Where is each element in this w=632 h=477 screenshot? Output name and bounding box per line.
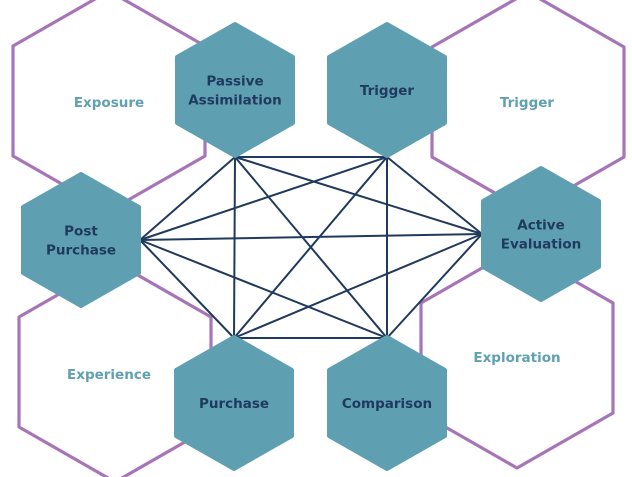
edge-comparison-to-post-purchase: [139, 239, 388, 339]
node-purchase: Purchase: [174, 335, 294, 471]
phase-label: Experience: [67, 367, 151, 383]
edge-trigger-to-purchase: [233, 156, 388, 339]
node-hexagon: [175, 22, 295, 158]
phase-experience: Experience: [17, 260, 213, 477]
node-label: Assimilation: [188, 93, 282, 109]
node-comparison: Comparison: [327, 335, 447, 471]
edge-trigger-to-active-evaluation: [386, 156, 483, 235]
node-hexagons: PassiveAssimilationTriggerActiveEvaluati…: [21, 22, 601, 471]
edge-active-evaluation-to-comparison: [386, 233, 483, 339]
node-label: Comparison: [342, 396, 432, 412]
phase-label: Exploration: [473, 350, 560, 366]
node-trigger: Trigger: [327, 22, 447, 158]
phase-hexagon-outline: [17, 260, 213, 477]
phase-label: Trigger: [500, 95, 554, 111]
node-label: Passive: [206, 74, 263, 90]
edge-purchase-to-post-purchase: [139, 239, 235, 339]
phase-exploration: Exploration: [419, 246, 615, 470]
phase-label: Exposure: [74, 95, 144, 111]
node-hexagon: [327, 335, 447, 471]
connection-lines: [139, 156, 483, 339]
edge-passive-assimilation-to-post-purchase: [139, 156, 236, 241]
node-hexagon: [327, 22, 447, 158]
node-label: Active: [517, 218, 565, 234]
edge-active-evaluation-to-post-purchase: [139, 233, 483, 241]
edge-passive-assimilation-to-purchase: [233, 156, 236, 339]
node-hexagon: [174, 335, 294, 471]
node-label: Evaluation: [501, 237, 581, 253]
node-hexagon: [21, 172, 141, 308]
node-label: Purchase: [199, 396, 269, 412]
edge-passive-assimilation-to-active-evaluation: [234, 156, 483, 235]
node-label: Post: [64, 224, 98, 240]
edge-trigger-to-post-purchase: [139, 156, 388, 241]
node-label: Trigger: [360, 83, 414, 99]
phase-hexagon-outline: [419, 246, 615, 470]
node-hexagon: [481, 166, 601, 302]
node-label: Purchase: [46, 243, 116, 259]
edge-active-evaluation-to-purchase: [233, 233, 483, 339]
